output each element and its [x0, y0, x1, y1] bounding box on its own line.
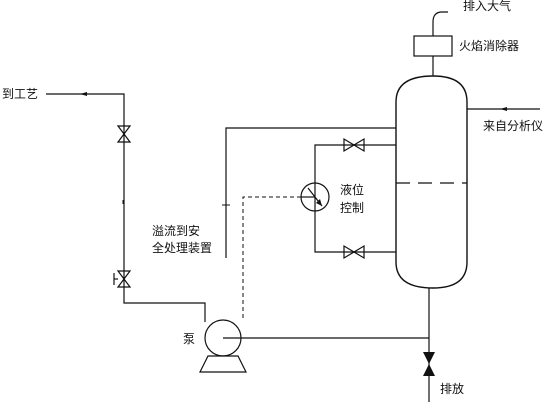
level-control-loop [300, 137, 396, 260]
overflow-label-line1: 溢流到安 [152, 223, 200, 238]
process-lower-valve-icon [113, 270, 132, 288]
from-analyzer-label: 来自分析仪 [483, 119, 543, 133]
level-control-label-line2: 控制 [340, 201, 364, 215]
flow-arrow-icon [500, 107, 507, 111]
pump-label: 泵 [183, 332, 195, 346]
flow-arrow-icon [80, 92, 87, 96]
level-control-label-line1: 液位 [340, 182, 364, 197]
overflow-line [222, 127, 396, 258]
vent-line [432, 11, 448, 36]
flame-arrester-box [413, 35, 453, 57]
process-upper-valve-icon [116, 125, 132, 143]
lower-valve-icon [343, 244, 365, 260]
process-outlet-line [46, 92, 206, 322]
pump-icon [199, 319, 429, 373]
control-signal-line [242, 196, 301, 318]
drain-valve-icon [423, 352, 435, 376]
flame-arrester-label: 火焰消除器 [459, 38, 519, 53]
upper-valve-icon [343, 137, 365, 153]
drain-line [423, 288, 435, 402]
analyzer-inlet-line [467, 107, 540, 111]
vent-label: 排入大气 [463, 0, 511, 13]
to-process-label: 到工艺 [2, 87, 38, 101]
drain-label: 排放 [440, 381, 464, 396]
overflow-label-line2: 全处理装置 [152, 240, 212, 255]
vessel [395, 75, 468, 289]
